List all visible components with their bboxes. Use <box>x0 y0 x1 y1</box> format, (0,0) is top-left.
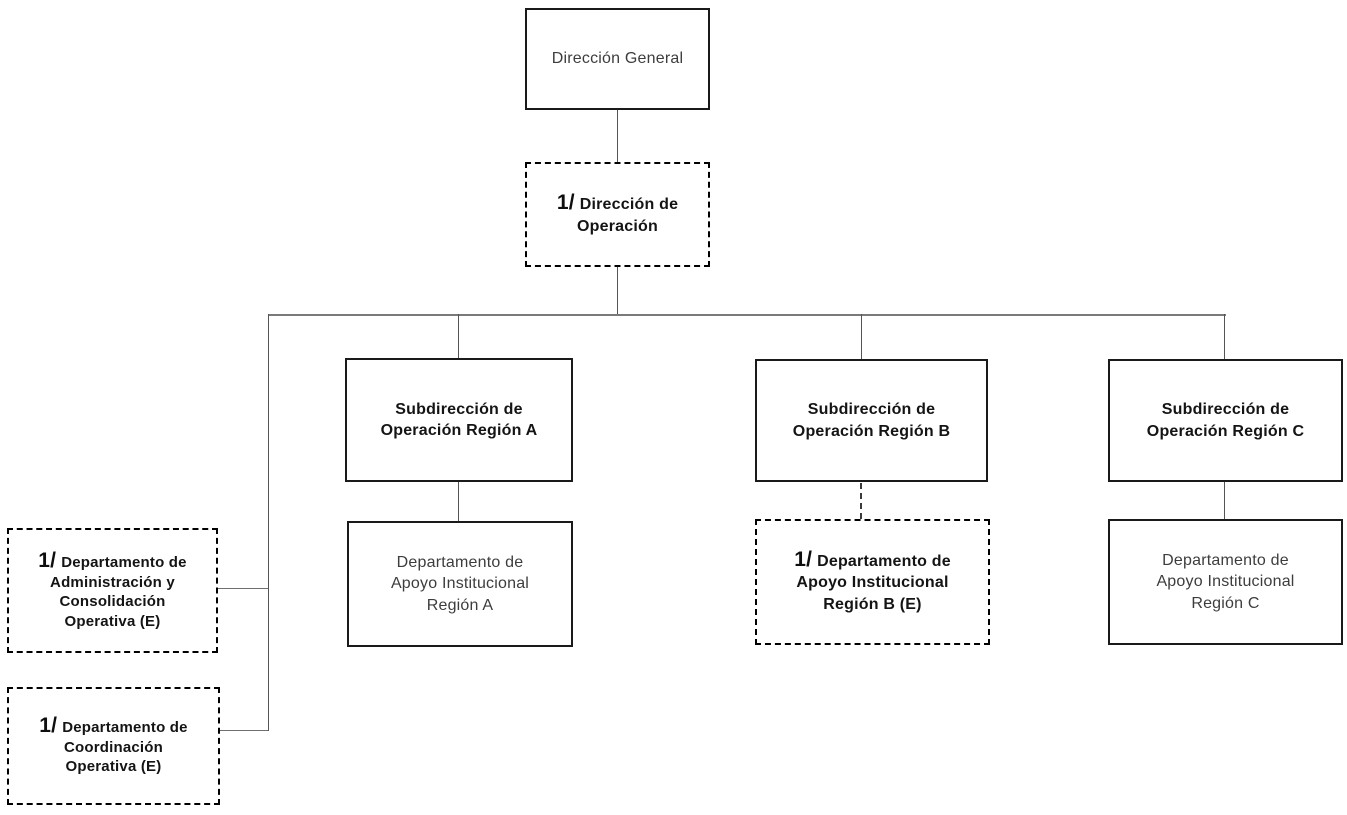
footnote-prefix: 1/ <box>39 714 58 738</box>
footnote-prefix: 1/ <box>794 548 813 572</box>
connector-horizontal-main <box>268 314 1226 316</box>
connector-subdireccion-a-to-departamento-a <box>458 482 459 521</box>
org-node-direccion-operacion: 1/Dirección de Operación <box>525 162 710 267</box>
org-node-subdireccion-region-b: Subdirección de Operación Región B <box>755 359 988 482</box>
connector-subdireccion-c-to-departamento-c <box>1224 482 1225 519</box>
org-node-departamento-coordinacion: 1/Departamento de Coordinación Operativa… <box>7 687 220 805</box>
org-node-departamento-apoyo-region-b-label: 1/Departamento de Apoyo Institucional Re… <box>794 548 951 613</box>
org-node-direccion-operacion-label: 1/Dirección de Operación <box>556 191 679 235</box>
connector-drop-subdireccion-a <box>458 314 459 358</box>
org-node-departamento-apoyo-region-b: 1/Departamento de Apoyo Institucional Re… <box>755 519 990 645</box>
connector-operacion-to-trunk <box>617 267 618 315</box>
org-node-departamento-apoyo-region-a-label: Departamento de Apoyo Institucional Regi… <box>390 554 530 614</box>
org-node-direccion-general: Dirección General <box>525 8 710 110</box>
connector-stub-departamento-admin <box>218 588 268 589</box>
org-node-departamento-administracion-consolidacion-label: 1/Departamento de Administración y Conso… <box>38 549 187 630</box>
footnote-prefix: 1/ <box>556 191 575 215</box>
connector-stub-departamento-coord <box>220 730 268 731</box>
footnote-prefix: 1/ <box>38 549 57 572</box>
org-node-departamento-apoyo-region-c-label: Departamento de Apoyo Institucional Regi… <box>1156 552 1295 612</box>
connector-drop-subdireccion-b <box>861 314 862 360</box>
connector-left-vertical <box>268 314 269 731</box>
connector-direccion-general-to-operacion <box>617 110 618 162</box>
connector-drop-subdireccion-c <box>1224 314 1225 360</box>
org-node-subdireccion-region-b-label: Subdirección de Operación Región B <box>792 401 951 440</box>
org-node-departamento-administracion-consolidacion: 1/Departamento de Administración y Conso… <box>7 528 218 653</box>
org-node-subdireccion-region-c: Subdirección de Operación Región C <box>1108 359 1343 482</box>
org-node-departamento-coordinacion-label: 1/Departamento de Coordinación Operativa… <box>39 714 188 776</box>
org-node-departamento-apoyo-region-c: Departamento de Apoyo Institucional Regi… <box>1108 519 1343 645</box>
org-node-departamento-apoyo-region-a: Departamento de Apoyo Institucional Regi… <box>347 521 573 647</box>
connector-subdireccion-b-to-departamento-b-dotted <box>860 483 862 519</box>
org-node-direccion-general-label: Dirección General <box>551 50 684 68</box>
org-node-subdireccion-region-c-label: Subdirección de Operación Región C <box>1146 401 1305 440</box>
org-node-subdireccion-region-a: Subdirección de Operación Región A <box>345 358 573 482</box>
org-node-subdireccion-region-a-label: Subdirección de Operación Región A <box>380 400 538 439</box>
